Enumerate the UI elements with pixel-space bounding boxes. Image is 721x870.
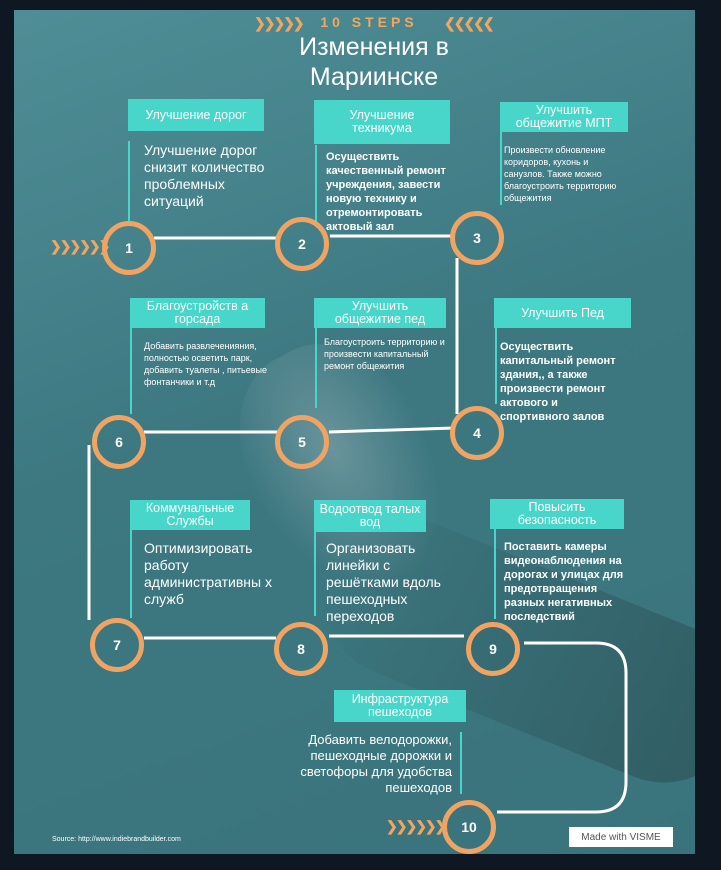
step-1-circle: 1 <box>102 221 156 275</box>
path-9-10 <box>497 641 628 814</box>
step-2-description: Осуществить качественный ремонт учрежден… <box>326 151 446 233</box>
header-banner: ❯❯❯❯❯ 10 STEPS ❮❮❮❮❮ <box>14 12 695 32</box>
step-6-circle: 6 <box>92 415 146 469</box>
step-8-circle: 8 <box>274 622 328 676</box>
connector-8 <box>314 532 316 616</box>
header-steps-label: 10 STEPS <box>320 14 418 30</box>
source-credit: Source: http://www.indiebrandbuilder.com <box>52 836 181 843</box>
step-1-description: Улучшение дорог снизит количество пробле… <box>144 142 265 209</box>
step-1-label: Улучшение дорог <box>128 99 264 131</box>
infographic-poster: ❯❯❯❯❯ 10 STEPS ❮❮❮❮❮ Изменения в Мариинс… <box>14 10 695 854</box>
step-7-label: Коммунальные Службы <box>130 500 250 530</box>
step-10-description: Добавить велодорожки, пешеходные дорожки… <box>300 732 452 795</box>
step-10-circle: 10 <box>442 800 496 854</box>
step-9-label: Повысить безопасность <box>490 499 624 529</box>
step-8-description: Организовать линейки с решётками вдоль п… <box>326 540 441 624</box>
connector-6 <box>130 328 132 414</box>
step-4-label: Улучшить Пед <box>494 298 631 328</box>
connector-1 <box>128 141 130 221</box>
step-3-label: Улучшить общежитие МПТ <box>500 102 628 132</box>
step-5-circle: 5 <box>275 415 329 469</box>
step-3-description: Произвести обновление коридоров, кухонь … <box>504 145 617 203</box>
step-8-label: Водоотвод талых вод <box>314 500 426 532</box>
step-7-description: Оптимизировать работу административны х … <box>144 540 272 607</box>
step-7-circle: 7 <box>90 618 144 672</box>
connector-9 <box>494 529 496 619</box>
start-chevrons: ❯❯❯❯❯❯ <box>50 238 110 254</box>
title-line-1: Изменения в <box>299 33 449 61</box>
connector-10 <box>460 732 462 794</box>
connector-4 <box>495 328 497 404</box>
step-6-label: Благоустройств а горсада <box>130 298 265 328</box>
step-2-circle: 2 <box>275 217 329 271</box>
connector-5 <box>315 328 317 408</box>
header-right-chevrons: ❮❮❮❮❮ <box>444 15 495 31</box>
path-4-5 <box>328 426 455 434</box>
step-4-description: Осуществить капитальный ремонт здания,, … <box>500 341 616 423</box>
made-with-visme-badge[interactable]: Made with VISME <box>569 827 673 847</box>
connector-2 <box>315 145 317 223</box>
path-connector <box>87 234 628 814</box>
end-chevrons: ❯❯❯❯❯❯ <box>386 818 446 834</box>
header-left-chevrons: ❯❯❯❯❯ <box>254 15 305 31</box>
connector-3 <box>500 131 502 205</box>
step-2-label: Улучшение техникума <box>314 100 450 144</box>
step-4-circle: 4 <box>450 406 504 460</box>
step-10-label: Инфраструктура пешеходов <box>334 690 466 722</box>
title-line-2: Мариинске <box>309 63 439 91</box>
step-9-description: Поставить камеры видеонаблюдения на доро… <box>504 541 624 623</box>
connector-7 <box>130 530 132 618</box>
step-5-description: Благоустроить территорию и произвести ка… <box>324 337 445 371</box>
step-3-circle: 3 <box>450 211 504 265</box>
step-5-label: Улучшить общежитие пед <box>314 298 446 328</box>
step-9-circle: 9 <box>466 622 520 676</box>
step-6-description: Добавить развлеченияния, полностью освет… <box>144 341 267 387</box>
